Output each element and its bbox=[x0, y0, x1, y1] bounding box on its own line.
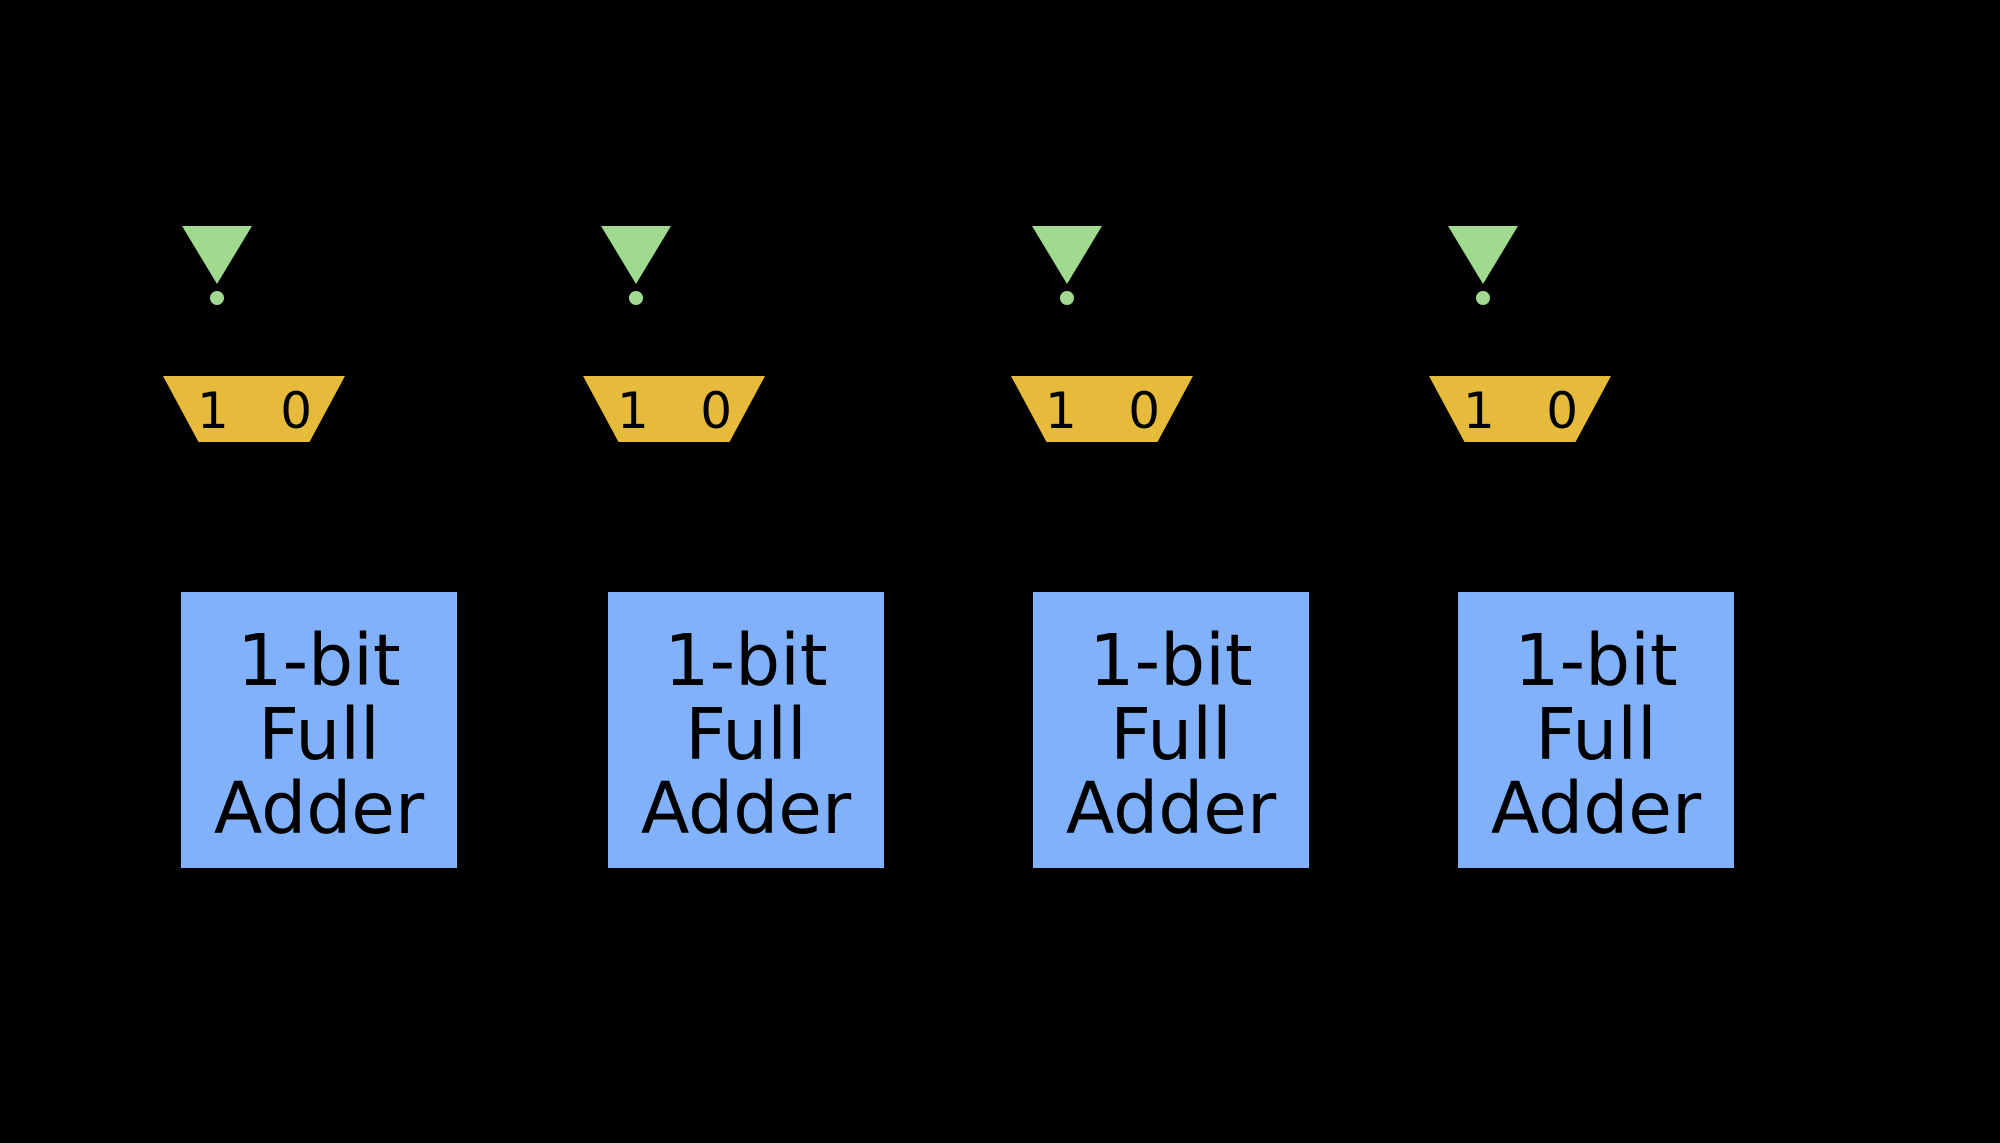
mux-input-0-label: 0 bbox=[280, 382, 312, 440]
not-gate-icon bbox=[601, 226, 671, 284]
not-gate-icon bbox=[1032, 226, 1102, 284]
full-adder-box: 1-bit Full Adder bbox=[1030, 589, 1312, 871]
inversion-bubble-icon bbox=[1060, 291, 1074, 305]
mux-input-1-label: 1 bbox=[1045, 382, 1077, 440]
inversion-bubble-icon bbox=[210, 291, 224, 305]
inversion-bubble-icon bbox=[629, 291, 643, 305]
full-adder-label-line1: 1-bit bbox=[664, 619, 828, 702]
mux-trapezoid: 1 0 bbox=[1011, 376, 1193, 442]
full-adder-label-line2: Full bbox=[1110, 693, 1232, 776]
full-adder-label-line3: Adder bbox=[640, 767, 852, 850]
full-adder-box: 1-bit Full Adder bbox=[1455, 589, 1737, 871]
full-adder-label-line1: 1-bit bbox=[237, 619, 401, 702]
mux-trapezoid: 1 0 bbox=[583, 376, 765, 442]
full-adder-label-line3: Adder bbox=[1065, 767, 1277, 850]
full-adder-label-line2: Full bbox=[1535, 693, 1657, 776]
full-adder-label-line3: Adder bbox=[213, 767, 425, 850]
not-gate-icon bbox=[182, 226, 252, 284]
inversion-bubble-icon bbox=[1476, 291, 1490, 305]
mux-input-0-label: 0 bbox=[1546, 382, 1578, 440]
full-adder-box: 1-bit Full Adder bbox=[605, 589, 887, 871]
full-adder-box: 1-bit Full Adder bbox=[178, 589, 460, 871]
mux-input-0-label: 0 bbox=[1128, 382, 1160, 440]
full-adder-label-line3: Adder bbox=[1490, 767, 1702, 850]
mux-trapezoid: 1 0 bbox=[1429, 376, 1611, 442]
mux-input-0-label: 0 bbox=[700, 382, 732, 440]
full-adder-label-line1: 1-bit bbox=[1089, 619, 1253, 702]
mux-input-1-label: 1 bbox=[1463, 382, 1495, 440]
full-adder-label-line2: Full bbox=[258, 693, 380, 776]
not-gate-icon bbox=[1448, 226, 1518, 284]
full-adder-label-line1: 1-bit bbox=[1514, 619, 1678, 702]
mux-input-1-label: 1 bbox=[617, 382, 649, 440]
full-adder-label-line2: Full bbox=[685, 693, 807, 776]
mux-input-1-label: 1 bbox=[197, 382, 229, 440]
mux-trapezoid: 1 0 bbox=[163, 376, 345, 442]
